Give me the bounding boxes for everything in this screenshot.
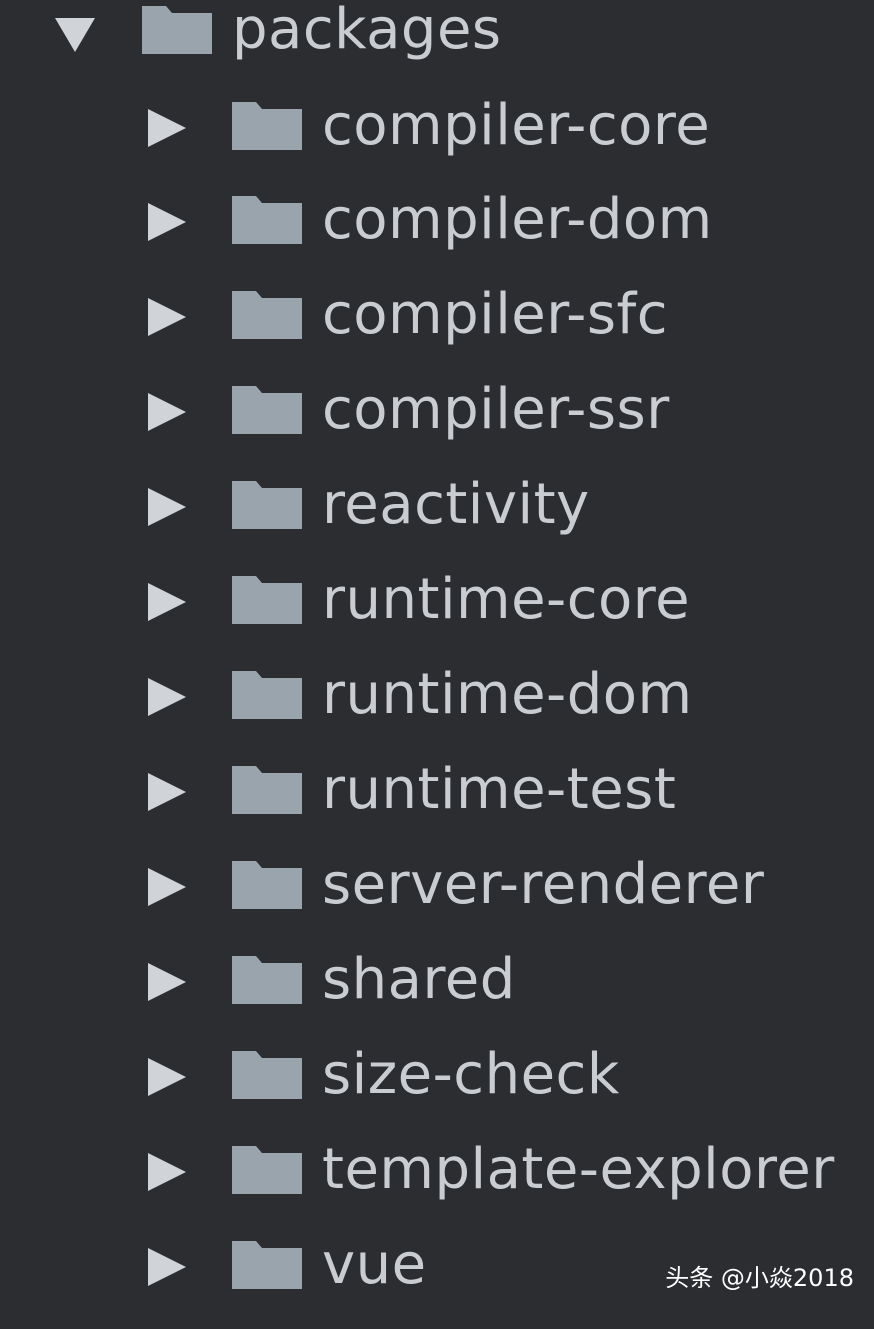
tree-item-runtime-core[interactable]: runtime-core: [0, 570, 874, 664]
tree-item-vue[interactable]: vue: [0, 1235, 874, 1329]
tree-item-size-check[interactable]: size-check: [0, 1045, 874, 1139]
folder-icon: [232, 861, 302, 909]
chevron-right-icon[interactable]: [148, 1153, 186, 1191]
tree-item-compiler-dom[interactable]: compiler-dom: [0, 190, 874, 284]
tree-item-label: runtime-dom: [322, 662, 693, 727]
chevron-right-icon[interactable]: [148, 773, 186, 811]
tree-item-label: packages: [232, 0, 502, 62]
folder-icon: [232, 481, 302, 529]
chevron-right-icon[interactable]: [148, 298, 186, 336]
tree-item-label: compiler-dom: [322, 187, 713, 252]
tree-item-compiler-ssr[interactable]: compiler-ssr: [0, 380, 874, 474]
tree-item-server-renderer[interactable]: server-renderer: [0, 855, 874, 949]
chevron-right-icon[interactable]: [148, 678, 186, 716]
tree-item-runtime-dom[interactable]: runtime-dom: [0, 665, 874, 759]
folder-icon: [232, 671, 302, 719]
folder-icon: [232, 102, 302, 150]
folder-icon: [232, 1051, 302, 1099]
folder-icon: [232, 766, 302, 814]
tree-item-runtime-test[interactable]: runtime-test: [0, 760, 874, 854]
chevron-right-icon[interactable]: [148, 1058, 186, 1096]
tree-item-label: template-explorer: [322, 1137, 835, 1202]
tree-item-label: runtime-test: [322, 757, 677, 822]
tree-item-label: shared: [322, 947, 516, 1012]
tree-item-label: server-renderer: [322, 852, 765, 917]
tree-item-label: runtime-core: [322, 567, 691, 632]
folder-icon: [232, 1241, 302, 1289]
folder-icon: [232, 291, 302, 339]
folder-icon: [232, 196, 302, 244]
chevron-right-icon[interactable]: [148, 393, 186, 431]
tree-item-label: compiler-ssr: [322, 377, 670, 442]
watermark: 头条 @小焱2018: [665, 1264, 854, 1292]
folder-icon: [142, 6, 212, 54]
folder-icon: [232, 956, 302, 1004]
tree-item-template-explorer[interactable]: template-explorer: [0, 1140, 874, 1234]
tree-item-label: compiler-sfc: [322, 282, 669, 347]
tree-item-shared[interactable]: shared: [0, 950, 874, 1044]
chevron-right-icon[interactable]: [148, 963, 186, 1001]
chevron-right-icon[interactable]: [148, 109, 186, 147]
tree-item-label: compiler-core: [322, 93, 711, 158]
chevron-right-icon[interactable]: [148, 868, 186, 906]
folder-icon: [232, 1146, 302, 1194]
chevron-right-icon[interactable]: [148, 1248, 186, 1286]
chevron-right-icon[interactable]: [148, 583, 186, 621]
tree-item-compiler-core[interactable]: compiler-core: [0, 96, 874, 190]
tree-item-reactivity[interactable]: reactivity: [0, 475, 874, 569]
chevron-right-icon[interactable]: [148, 203, 186, 241]
tree-item-label: size-check: [322, 1042, 620, 1107]
chevron-down-icon[interactable]: [55, 18, 95, 52]
folder-icon: [232, 576, 302, 624]
folder-icon: [232, 386, 302, 434]
chevron-right-icon[interactable]: [148, 488, 186, 526]
tree-item-packages[interactable]: packages: [0, 0, 874, 94]
tree-item-label: reactivity: [322, 472, 590, 537]
tree-item-label: vue: [322, 1232, 427, 1297]
tree-item-compiler-sfc[interactable]: compiler-sfc: [0, 285, 874, 379]
